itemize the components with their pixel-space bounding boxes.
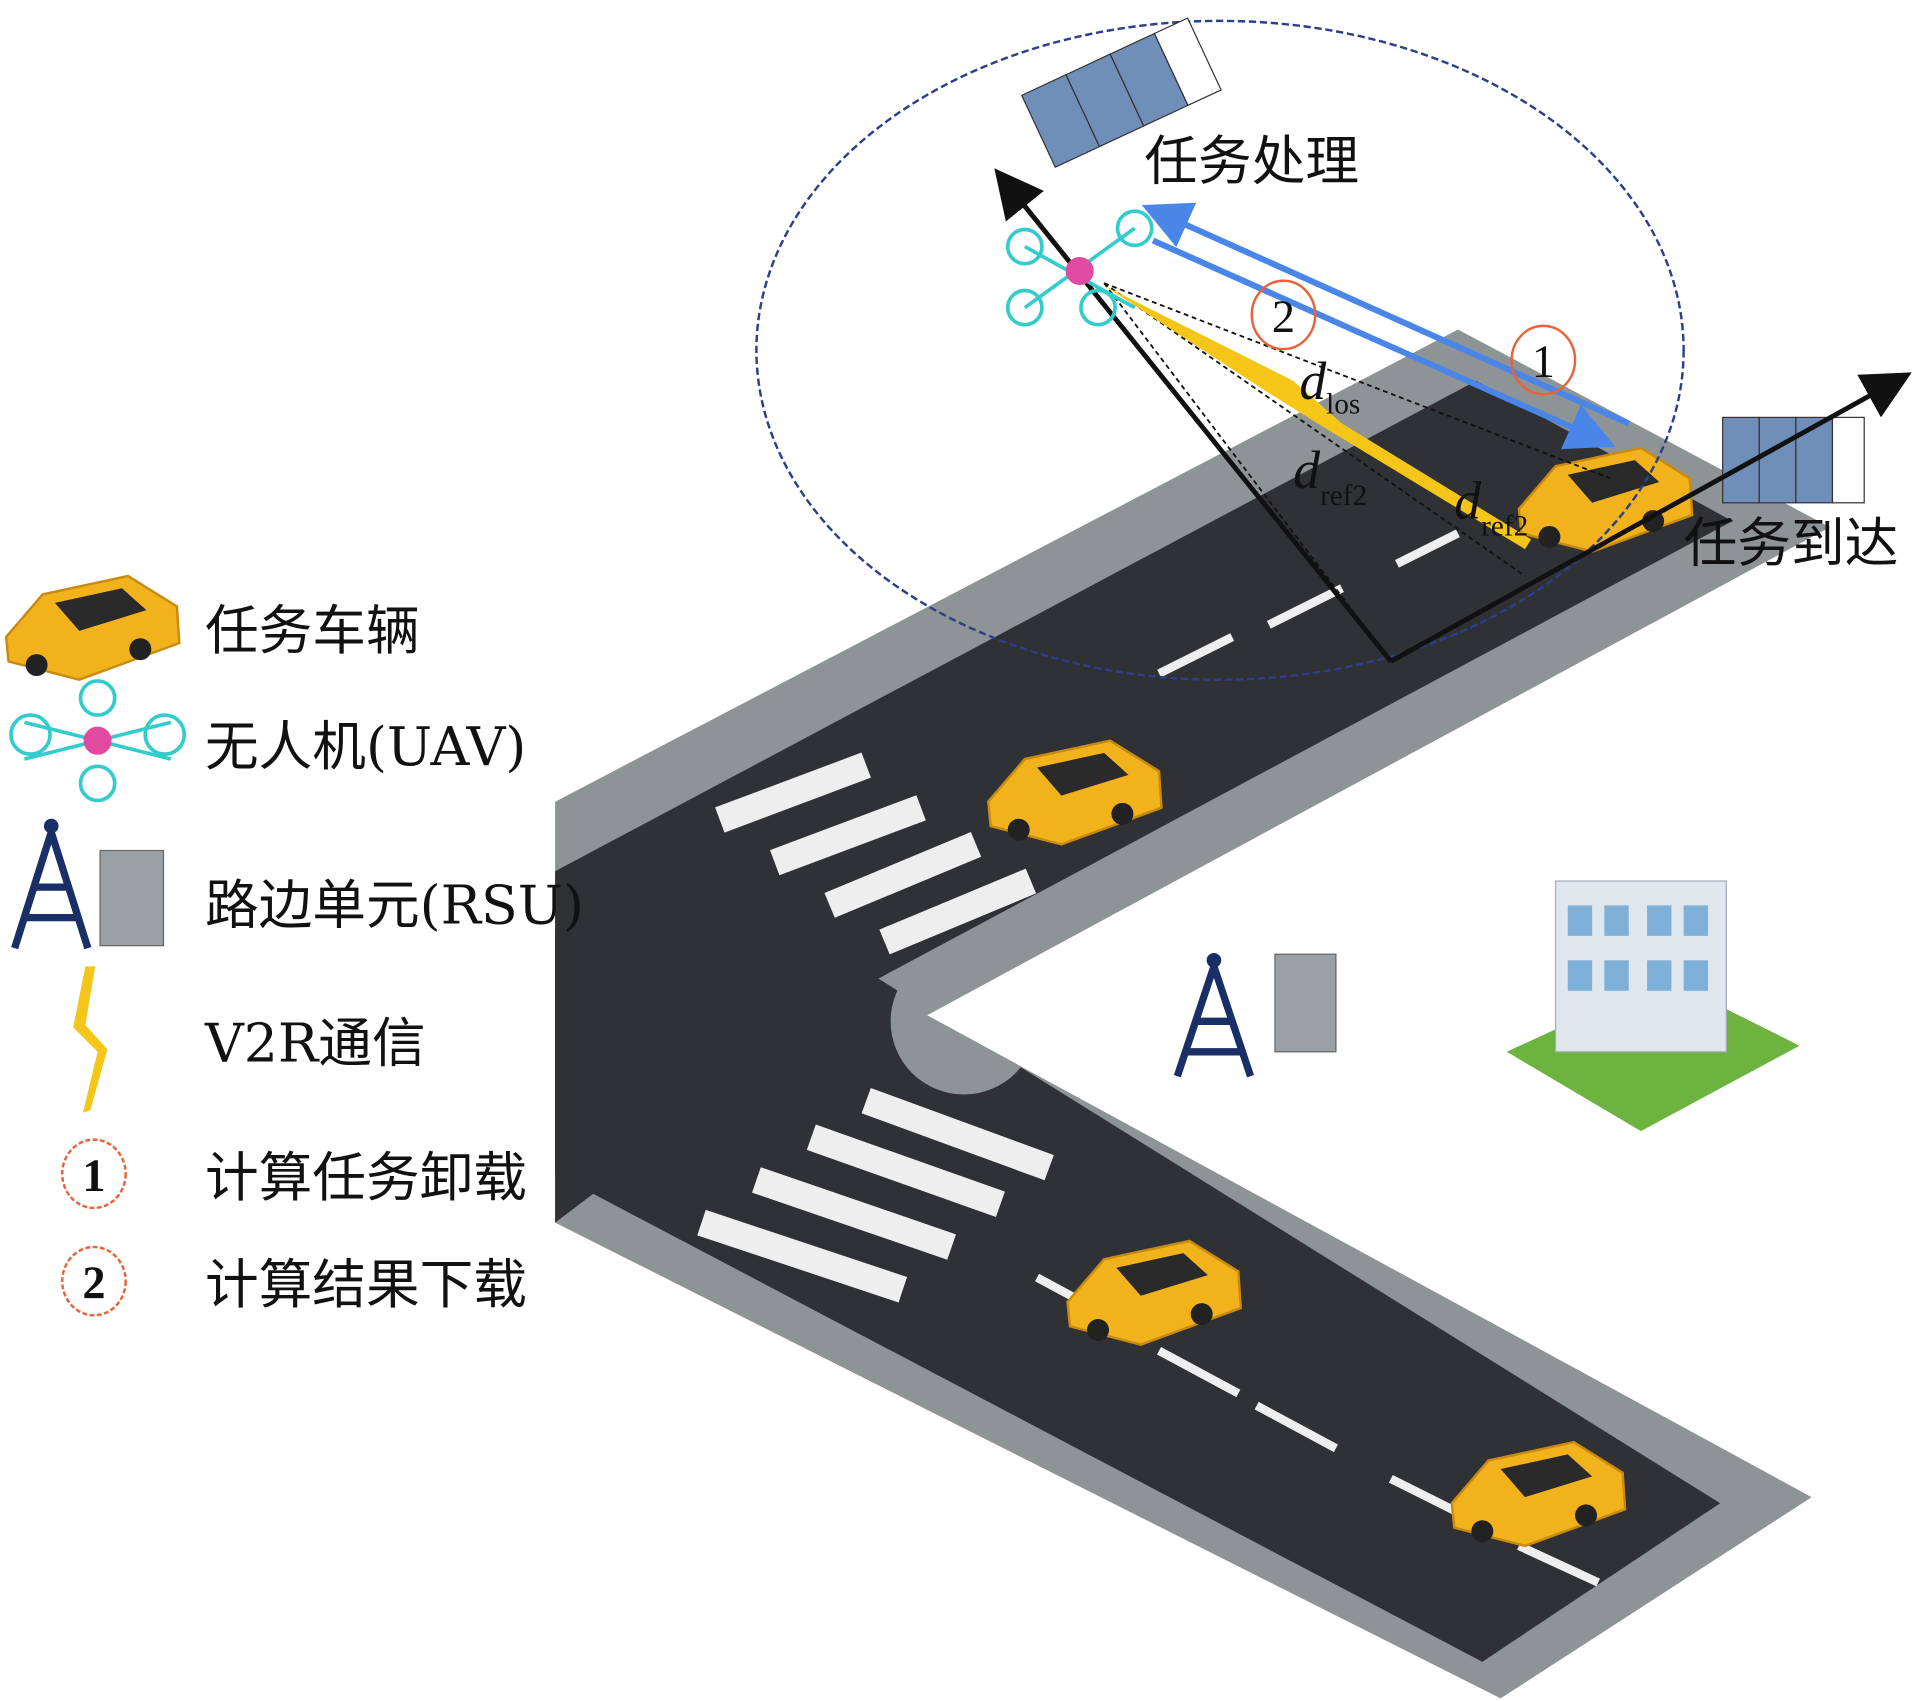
legend-label: 任务车辆	[205, 599, 420, 662]
legend-label: 无人机(UAV)	[205, 715, 526, 778]
x-axis	[1389, 372, 1912, 664]
legend: 任务车辆 无人机(UAV) 路边单元(RSU) V2R通信 1 计算任务卸载 2…	[4, 574, 584, 1317]
step-2-number: 2	[1272, 292, 1295, 343]
step-2-marker: 2	[1250, 279, 1317, 351]
crosswalk-lower	[697, 1088, 1054, 1303]
rsu-on-map	[1173, 952, 1337, 1078]
rsu-icon	[11, 818, 165, 950]
inner-corner-fill	[927, 527, 1913, 1498]
distance-lines	[1103, 282, 1611, 662]
uav-icon	[9, 679, 187, 803]
download-arrow	[1141, 202, 1630, 427]
d-ref2-label-left: dref2	[1293, 440, 1367, 512]
z-axis	[994, 168, 1393, 663]
step-2-icon-number: 2	[82, 1258, 105, 1309]
legend-label: V2R通信	[204, 1012, 426, 1075]
crosswalk-upper	[715, 752, 1037, 955]
processing-queue	[1020, 17, 1222, 169]
step-1-icon-number: 1	[82, 1151, 105, 1202]
legend-label: 路边单元(RSU)	[205, 874, 584, 937]
d-ref2-label-right: dref2	[1454, 471, 1528, 543]
building	[1506, 880, 1800, 1132]
step-1-number: 1	[1532, 337, 1555, 388]
step-1-marker: 1	[1510, 324, 1577, 396]
step-2-icon	[61, 1245, 127, 1317]
v2r-lightning-icon	[73, 966, 108, 1113]
legend-label: 计算结果下载	[205, 1253, 527, 1316]
sidewalk	[555, 329, 1831, 1699]
d-los-label: dlos	[1299, 351, 1360, 421]
uav	[1005, 209, 1154, 327]
uav-coverage-area	[755, 19, 1685, 681]
task-vehicle-icon	[4, 574, 181, 681]
v2r-link	[1104, 285, 1532, 550]
offload-arrow	[1151, 237, 1616, 450]
arrival-queue	[1722, 416, 1865, 504]
step-1-icon	[61, 1138, 127, 1210]
task-arrival-label: 任务到达	[1684, 511, 1899, 574]
legend-label: 计算任务卸载	[205, 1146, 527, 1209]
task-processing-label: 任务处理	[1144, 129, 1359, 192]
